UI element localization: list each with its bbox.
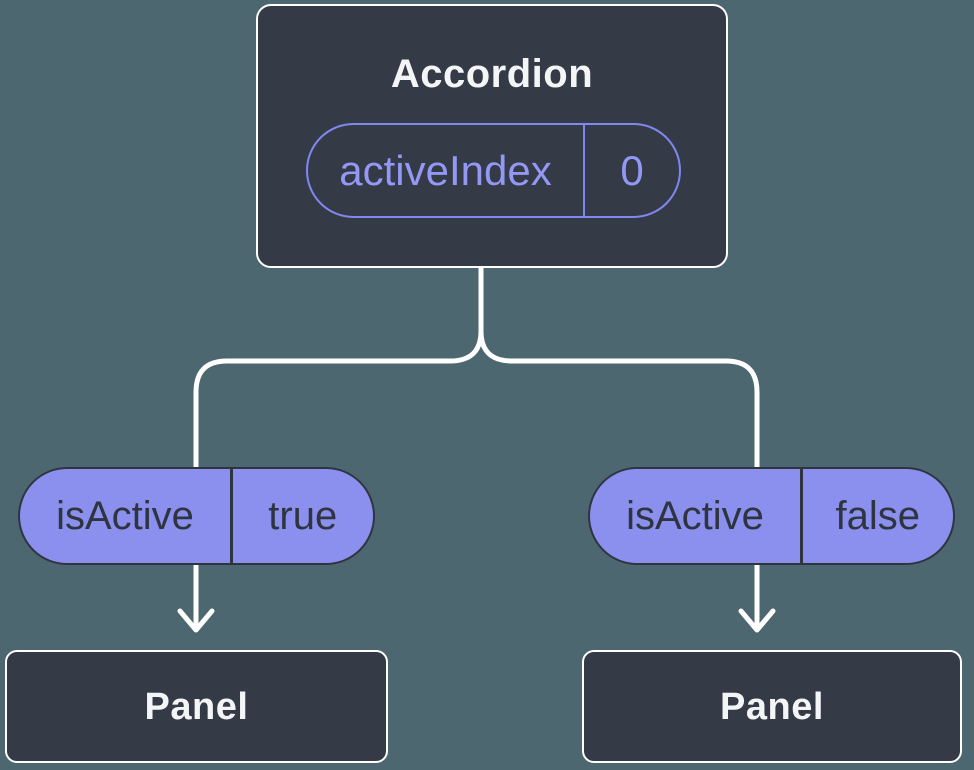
pill-divider [583, 125, 585, 216]
prop-name-label: isActive [626, 493, 764, 538]
prop-pill-isactive-true: isActive true [18, 467, 375, 565]
arrow-down-icon [738, 608, 776, 633]
prop-name-label: isActive [56, 493, 194, 538]
state-pill-activeindex: activeIndex 0 [306, 123, 681, 218]
left-branch-line [193, 328, 484, 632]
prop-pill-isactive-false: isActive false [588, 467, 955, 565]
right-branch-line [478, 328, 760, 632]
pill-divider [800, 469, 803, 563]
accordion-node-title: Accordion [390, 52, 594, 96]
panel-node-right: Panel [582, 650, 962, 763]
accordion-node: Accordion activeIndex 0 [256, 4, 728, 268]
pill-divider [230, 469, 233, 563]
panel-node-title: Panel [144, 686, 249, 728]
state-name-label: activeIndex [339, 146, 552, 194]
panel-node-left: Panel [5, 650, 388, 763]
prop-value-label: true [268, 493, 338, 538]
arrow-down-icon [177, 608, 215, 633]
panel-node-title: Panel [720, 686, 824, 728]
prop-value-label: false [835, 493, 921, 538]
state-value-label: 0 [620, 146, 644, 194]
